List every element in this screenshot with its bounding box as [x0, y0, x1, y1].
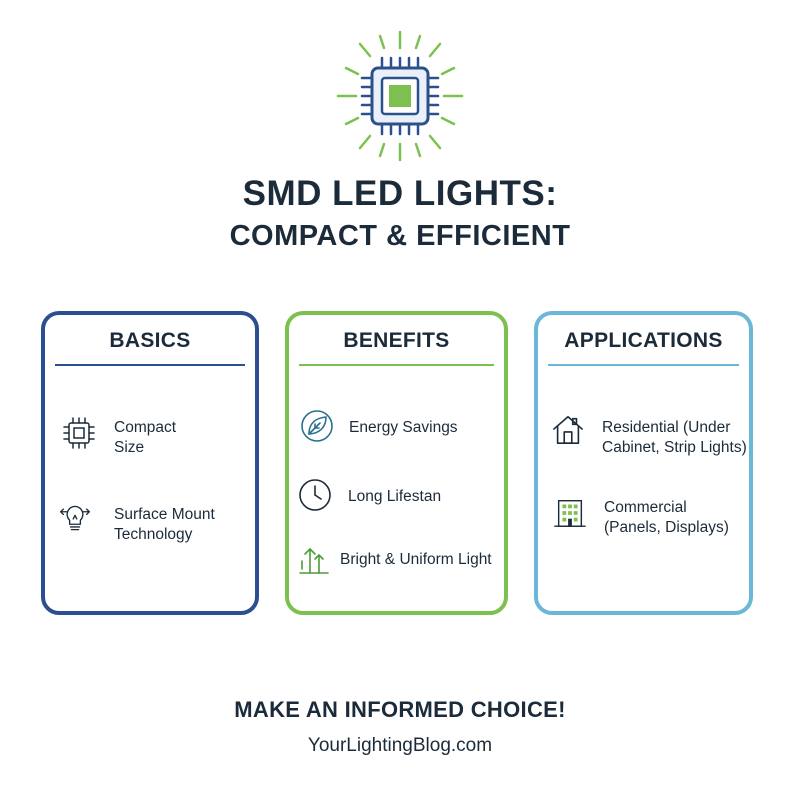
led-chip-icon: [336, 30, 464, 162]
list-item-commercial: Commercial (Panels, Displays): [604, 499, 729, 536]
page-subtitle: COMPACT & EFFICIENT: [229, 220, 571, 252]
leaf-icon: [301, 410, 333, 442]
bulb-arrows-icon: [60, 505, 90, 531]
list-item-residential: Residential (Under Cabinet, Strip Lights…: [602, 419, 747, 456]
card-divider: [548, 364, 739, 366]
list-item-long-lifespan: Long Lifestan: [348, 488, 442, 505]
card-benefits: BENEFITS Energy Savings Long Lifestan Br…: [285, 311, 508, 615]
house-icon: [553, 415, 583, 445]
office-building-icon: [554, 500, 586, 527]
chip-icon: [63, 417, 95, 449]
list-item-surface-mount: Surface Mount Technology: [114, 506, 215, 543]
card-title-applications: APPLICATIONS: [564, 329, 723, 352]
site-url[interactable]: YourLightingBlog.com: [307, 735, 493, 756]
card-basics: BASICS Compact Size Surface Mount Techno…: [41, 311, 259, 615]
page-title: SMD LED LIGHTS:: [242, 174, 558, 213]
card-title-basics: BASICS: [109, 329, 191, 352]
list-item-bright-uniform: Bright & Uniform Light: [340, 551, 492, 568]
call-to-action: MAKE AN INFORMED CHOICE!: [234, 697, 566, 722]
card-title-benefits: BENEFITS: [343, 329, 450, 352]
list-item-compact-size: Compact Size: [114, 419, 177, 456]
card-applications: APPLICATIONS Residential (Under Cabinet,…: [534, 311, 753, 615]
clock-icon: [299, 479, 331, 511]
card-divider: [55, 364, 245, 366]
up-arrows-icon: [299, 548, 329, 574]
card-divider: [299, 364, 494, 366]
list-item-energy-savings: Energy Savings: [349, 419, 458, 436]
